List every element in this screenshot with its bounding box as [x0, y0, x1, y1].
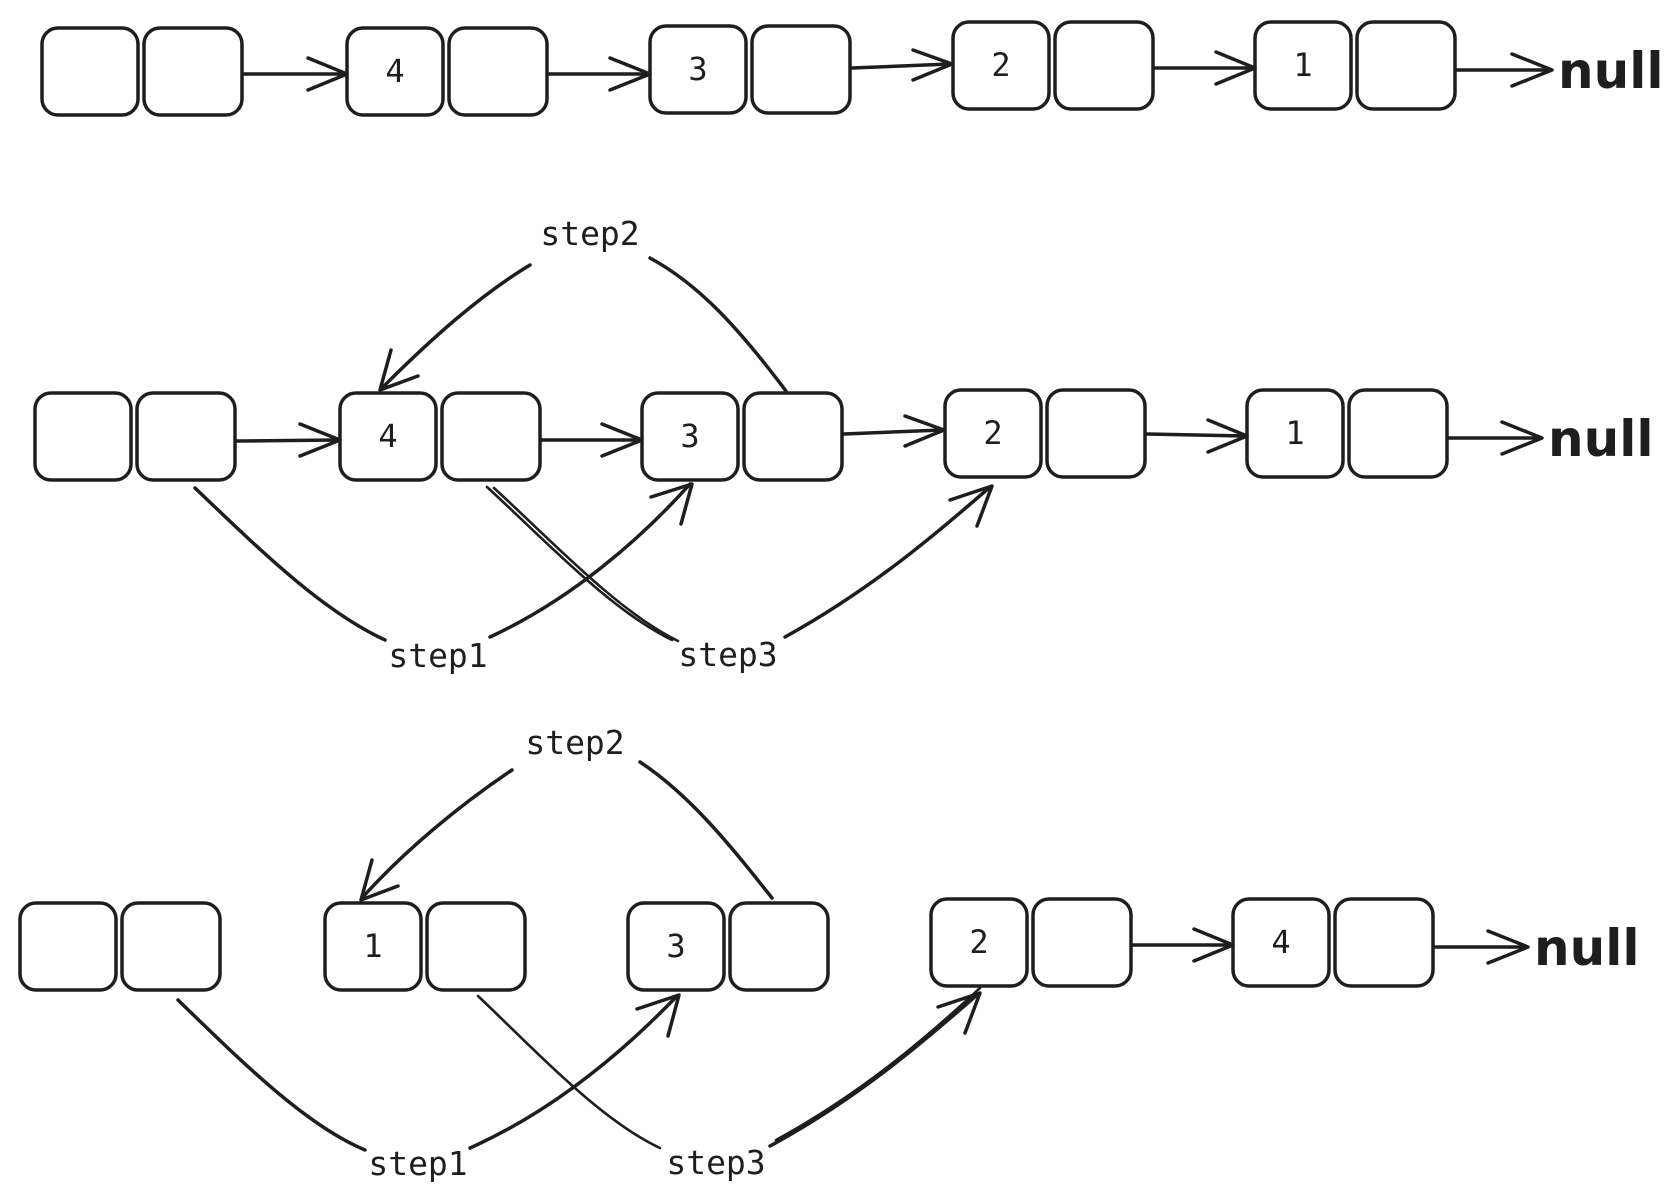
row-3-step3-arrow — [476, 986, 982, 1150]
node-value: 1 — [1293, 46, 1312, 84]
row-2-arrow-1 — [235, 422, 342, 458]
row-2-node-2: 4 — [338, 391, 542, 482]
row-3-arrow-4 — [1131, 927, 1235, 963]
row-3-step1-arrow — [176, 993, 681, 1152]
row-2-step3-arrow — [485, 484, 994, 643]
row-3-node-1 — [18, 901, 222, 992]
row-1-arrow-4 — [1153, 50, 1257, 86]
null-label: null — [1548, 410, 1653, 468]
node-value: 1 — [363, 927, 382, 965]
null-label: null — [1534, 919, 1639, 977]
row-3-node-4: 2 — [929, 897, 1133, 988]
step3-label: step3 — [678, 635, 777, 674]
row-2-node-4: 2 — [943, 388, 1147, 479]
node-value: 3 — [688, 50, 707, 88]
row-2-swap-steps: 4 3 2 1 — [33, 214, 1653, 675]
node-value: 4 — [1271, 923, 1290, 961]
row-1-original-list: 4 3 2 1 — [40, 20, 1663, 117]
row-1-arrow-null — [1455, 52, 1554, 88]
row-3-node-2: 1 — [323, 901, 527, 992]
step2-label: step2 — [525, 723, 624, 762]
row-3-swapped-list: 1 3 2 4 null — [18, 723, 1639, 1183]
row-2-arrow-4 — [1145, 418, 1249, 454]
node-value: 1 — [1285, 414, 1304, 452]
node-value: 4 — [385, 52, 404, 90]
node-value: 4 — [378, 417, 397, 455]
row-1-node-3: 3 — [648, 24, 852, 115]
row-1-node-1 — [40, 26, 244, 117]
row-1-arrow-1 — [242, 56, 349, 92]
row-1-node-2: 4 — [345, 26, 549, 117]
node-value: 3 — [680, 417, 699, 455]
row-3-node-3: 3 — [626, 901, 830, 992]
row-2-step2-arrow — [378, 256, 788, 393]
row-2-arrow-2 — [540, 422, 644, 458]
row-3-node-5: 4 — [1231, 897, 1435, 988]
step1-label: step1 — [388, 636, 487, 675]
row-2-step1-arrow — [193, 482, 694, 642]
step3-label: step3 — [666, 1143, 765, 1182]
node-value: 2 — [991, 46, 1010, 84]
row-2-node-1 — [33, 391, 237, 482]
node-value: 2 — [969, 923, 988, 961]
row-3-step2-arrow — [359, 760, 774, 902]
row-1-node-4: 2 — [951, 20, 1155, 111]
row-2-arrow-3 — [842, 414, 946, 448]
row-2-node-3: 3 — [640, 391, 844, 482]
row-2-arrow-null — [1447, 420, 1544, 456]
node-value: 3 — [666, 927, 685, 965]
node-value: 2 — [983, 414, 1002, 452]
null-label: null — [1558, 42, 1663, 100]
row-3-arrow-null — [1433, 929, 1530, 965]
row-1-arrow-3 — [850, 48, 954, 82]
row-2-node-5: 1 — [1245, 388, 1449, 479]
row-1-node-5: 1 — [1253, 20, 1457, 111]
step2-label: step2 — [540, 214, 639, 253]
row-1-arrow-2 — [547, 56, 652, 92]
step1-label: step1 — [368, 1144, 467, 1183]
